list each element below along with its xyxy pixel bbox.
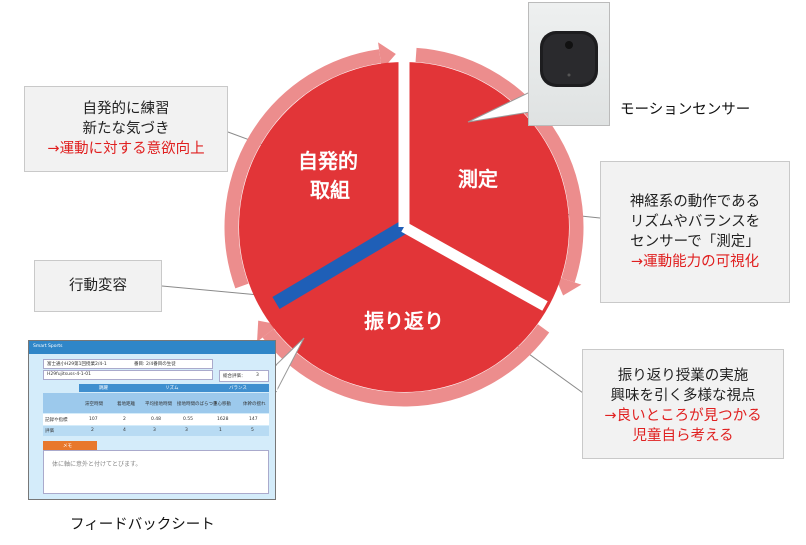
- callout-highlight: →運動に対する意欲向上: [47, 141, 205, 157]
- callout-highlight: →運動能力の可視化: [630, 254, 760, 270]
- arrow-arc-measure: [415, 47, 584, 283]
- sheet-col: 滞空時間: [85, 402, 103, 407]
- sheet-col: 体幹の揺れ: [243, 402, 266, 407]
- callout-behavior: 行動変容: [34, 260, 162, 312]
- sheet-memo-label: メモ: [63, 444, 72, 449]
- segment-label-voluntary-1: 自発的: [298, 149, 358, 173]
- motion-sensor-image: [540, 31, 598, 87]
- sheet-cell: 107: [89, 417, 98, 422]
- sheet-row-label: 評価: [45, 429, 54, 434]
- feedback-sheet: Smart Sports 富士通小H29第1回授業2/4-1 番目: 2/4番目…: [28, 340, 276, 500]
- connector-line: [161, 285, 271, 297]
- sheet-cell: 0.55: [183, 417, 194, 422]
- sheet-cell: 147: [249, 417, 258, 422]
- sheet-col: 平均接地時間: [145, 402, 172, 407]
- callout-line: 振り返り授業の実施: [617, 368, 749, 384]
- sensor-caption: モーションセンサー: [620, 102, 751, 118]
- sheet-group: バランス: [229, 386, 247, 391]
- sheet-school: 富士通小H29第1回授業2/4-1: [47, 362, 107, 367]
- callout-line: 神経系の動作である: [629, 194, 761, 210]
- callout-line: 興味を引く多様な視点: [610, 388, 756, 404]
- sheet-group: リズム: [165, 386, 179, 391]
- callout-measure: 神経系の動作である リズムやバランスを センサーで「測定」 →運動能力の可視化: [600, 161, 790, 303]
- callout-highlight: →良いところが見つかる: [604, 408, 762, 424]
- sheet-cell: 2: [91, 428, 94, 433]
- sheet-group: 跳躍: [99, 386, 108, 391]
- sheet-cell: 3: [153, 428, 156, 433]
- sheet-cell: 1628: [217, 417, 229, 422]
- sheet-logo: Smart Sports: [33, 344, 63, 349]
- cycle-arrows: [224, 42, 584, 407]
- sheet-date: 番目: 2/4番目の生徒: [134, 362, 176, 367]
- callout-line: 行動変容: [69, 278, 127, 294]
- callout-highlight: 児童自ら考える: [632, 428, 734, 444]
- sheet-total-label: 総合評価：: [223, 374, 246, 379]
- sheet-cell: 2: [123, 417, 126, 422]
- blue-divider: [272, 220, 408, 310]
- callout-line: 自発的に練習: [82, 101, 170, 117]
- segment-label-measure: 測定: [458, 167, 498, 191]
- callout-line: 新たな気づき: [82, 121, 170, 137]
- sheet-cell: 0.48: [151, 417, 162, 422]
- sheet-col: 重心移動: [213, 402, 231, 407]
- sheet-cell: 4: [123, 428, 126, 433]
- arrow-arc-measure-head: [554, 275, 582, 296]
- sheet-total-value: 3: [256, 373, 259, 378]
- sheet-cell: 1: [219, 428, 222, 433]
- callout-line: センサーで「測定」: [630, 234, 760, 250]
- sheet-memo-text: 体に軸に意外と付けてとびます。: [52, 461, 142, 468]
- callout-line: リズムやバランスを: [629, 214, 761, 230]
- callout-voluntary: 自発的に練習 新たな気づき →運動に対する意欲向上: [24, 86, 228, 172]
- sheet-cell: 3: [185, 428, 188, 433]
- sheet-col: 接地時間のばらつき: [177, 402, 218, 407]
- sheet-col: 着地距離: [117, 402, 135, 407]
- callout-reflect: 振り返り授業の実施 興味を引く多様な視点 →良いところが見つかる 児童自ら考える: [582, 349, 784, 459]
- feedback-caption: フィードバックシート: [70, 517, 215, 533]
- sheet-body: 富士通小H29第1回授業2/4-1 番目: 2/4番目の生徒 H29fujits…: [29, 354, 275, 499]
- sheet-cell: 5: [251, 428, 254, 433]
- arrow-arc-voluntary: [224, 49, 381, 289]
- segment-label-voluntary-2: 取組: [310, 178, 350, 202]
- segment-label-reflect: 振り返り: [364, 309, 444, 333]
- arrow-arc-reflect: [262, 324, 550, 407]
- gap-right: [401, 222, 548, 311]
- sheet-header: Smart Sports: [29, 341, 275, 354]
- arrow-arc-voluntary-head: [378, 42, 396, 71]
- sensor-photo: [528, 2, 610, 126]
- sheet-row-label: 記録や指標: [45, 418, 68, 423]
- sheet-user-id: H29fujitsuss-4-1-01: [47, 372, 92, 377]
